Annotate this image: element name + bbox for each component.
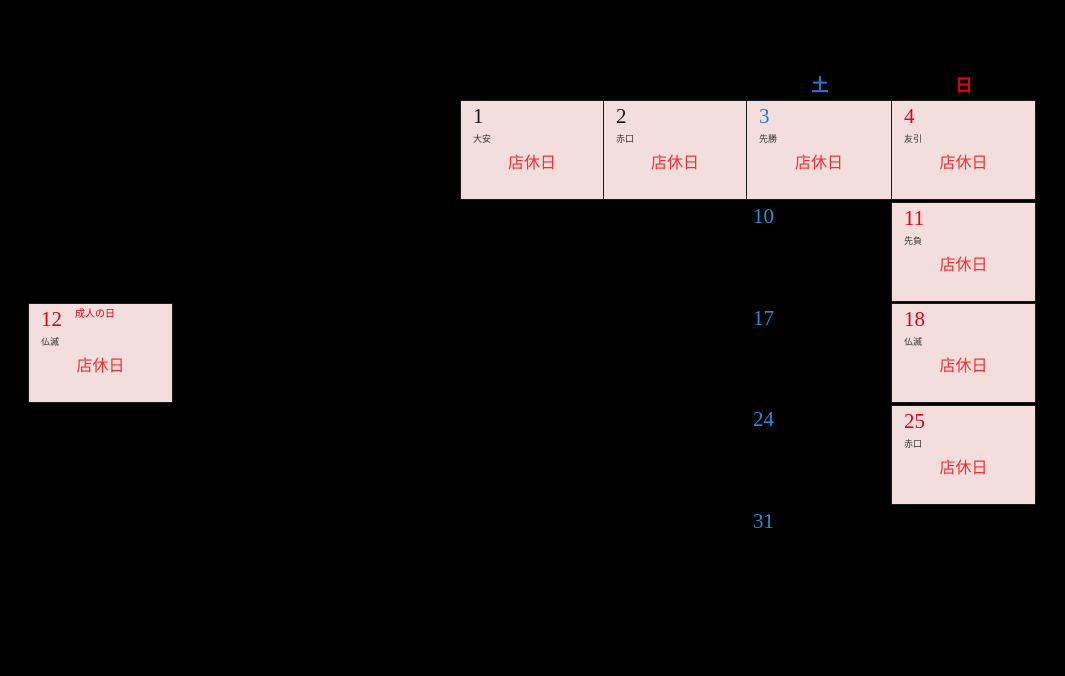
day-cell-3[interactable]: 3 先勝 店休日 — [746, 100, 892, 200]
day-cell-12[interactable]: 12 成人の日 仏滅 店休日 — [28, 303, 173, 403]
day-number: 3 — [759, 104, 770, 128]
day-number: 18 — [904, 307, 925, 331]
rokuyo-label: 仏滅 — [41, 338, 60, 348]
event-label: 店休日 — [939, 458, 988, 477]
event-label: 店休日 — [939, 255, 988, 274]
day-cell-2[interactable]: 2 赤口 店休日 — [603, 100, 747, 200]
day-cell-4[interactable]: 4 友引 店休日 — [891, 100, 1036, 200]
day-number-10[interactable]: 10 — [753, 204, 774, 228]
day-number: 25 — [904, 409, 925, 433]
day-number: 12 — [41, 307, 62, 331]
event-label: 店休日 — [507, 153, 556, 172]
weekday-header-saturday: 土 — [811, 76, 829, 96]
rokuyo-label: 先負 — [904, 237, 923, 247]
rokuyo-label: 友引 — [904, 135, 923, 145]
rokuyo-label: 赤口 — [616, 135, 635, 145]
day-number: 2 — [616, 104, 627, 128]
event-label: 店休日 — [794, 153, 843, 172]
event-label: 店休日 — [650, 153, 699, 172]
event-label: 店休日 — [939, 356, 988, 375]
rokuyo-label: 先勝 — [759, 135, 778, 145]
day-cell-18[interactable]: 18 仏滅 店休日 — [891, 303, 1036, 403]
day-cell-11[interactable]: 11 先負 店休日 — [891, 202, 1036, 302]
day-number-17[interactable]: 17 — [753, 306, 774, 330]
event-label: 店休日 — [76, 356, 125, 375]
rokuyo-label: 赤口 — [904, 440, 923, 450]
weekday-header-sunday: 日 — [955, 76, 973, 96]
holiday-label: 成人の日 — [75, 309, 115, 320]
day-number: 4 — [904, 104, 915, 128]
rokuyo-label: 仏滅 — [904, 338, 923, 348]
day-number-31[interactable]: 31 — [753, 509, 774, 533]
event-label: 店休日 — [939, 153, 988, 172]
rokuyo-label: 大安 — [473, 135, 492, 145]
day-number: 11 — [904, 206, 925, 230]
day-number: 1 — [473, 104, 484, 128]
day-cell-25[interactable]: 25 赤口 店休日 — [891, 405, 1036, 505]
day-number-24[interactable]: 24 — [753, 407, 774, 431]
day-cell-1[interactable]: 1 大安 店休日 — [460, 100, 604, 200]
